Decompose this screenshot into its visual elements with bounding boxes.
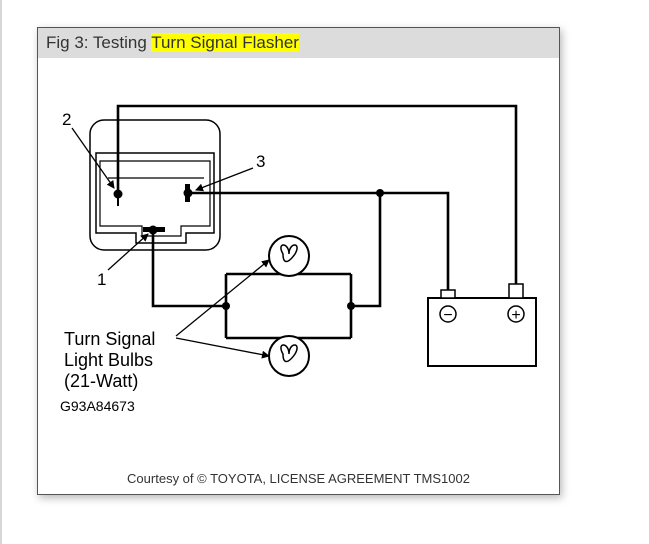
wire-terminal1-to-bulbs — [151, 230, 226, 308]
flasher-socket-inner — [99, 160, 211, 237]
part-code: G93A84673 — [60, 398, 135, 414]
bulb-label-arrow-lower — [175, 337, 270, 359]
bulb-label-line-1: Turn Signal — [64, 329, 155, 349]
caption-bar: Fig 3: Testing Turn Signal Flasher — [38, 28, 559, 58]
figure-panel: Fig 3: Testing Turn Signal Flasher — [37, 27, 560, 495]
battery-positive-terminal-icon — [507, 305, 525, 323]
figure-caption: Fig 3: Testing Turn Signal Flasher — [46, 33, 299, 53]
caption-prefix: Fig 3: Testing — [46, 33, 152, 52]
caption-highlight: Turn Signal Flasher — [151, 33, 299, 52]
wire-junction-to-bulbs — [351, 193, 382, 308]
bulb-upper — [268, 235, 310, 277]
junction-dot-left — [222, 302, 230, 310]
battery-negative-terminal-icon — [439, 305, 457, 323]
wire-terminal3-to-battery-negative — [188, 191, 450, 290]
callout-arrow-1 — [107, 233, 149, 271]
wire-terminal2-to-battery-positive — [116, 104, 518, 290]
callout-arrow-3 — [195, 167, 254, 192]
junction-dot-top — [376, 189, 384, 197]
callout-label-3: 3 — [256, 152, 265, 171]
battery-positive-symbol: + — [511, 307, 520, 324]
flasher-socket-outline — [95, 152, 215, 244]
courtesy-note: Courtesy of © TOYOTA, LICENSE AGREEMENT … — [127, 471, 470, 486]
bulb-label-line-2: Light Bulbs — [64, 350, 153, 370]
bulb-lower — [268, 335, 310, 377]
bulb-label-arrow-upper — [175, 259, 270, 337]
battery-positive-post — [508, 283, 524, 299]
battery: − + — [427, 283, 537, 367]
page-left-border — [0, 0, 2, 544]
callout-label-2: 2 — [62, 110, 71, 129]
battery-negative-post — [440, 289, 456, 299]
callout-label-1: 1 — [97, 270, 106, 289]
callout-arrows — [71, 127, 270, 359]
flasher-unit — [89, 119, 221, 251]
bulb-label-line-3: (21-Watt) — [64, 371, 138, 391]
junction-dot-right — [347, 302, 355, 310]
callout-arrow-2 — [71, 127, 115, 189]
battery-negative-symbol: − — [443, 307, 452, 324]
wiring-diagram: − + 2 3 1 Turn Signal Light Bulbs (21-Wa… — [60, 104, 537, 414]
